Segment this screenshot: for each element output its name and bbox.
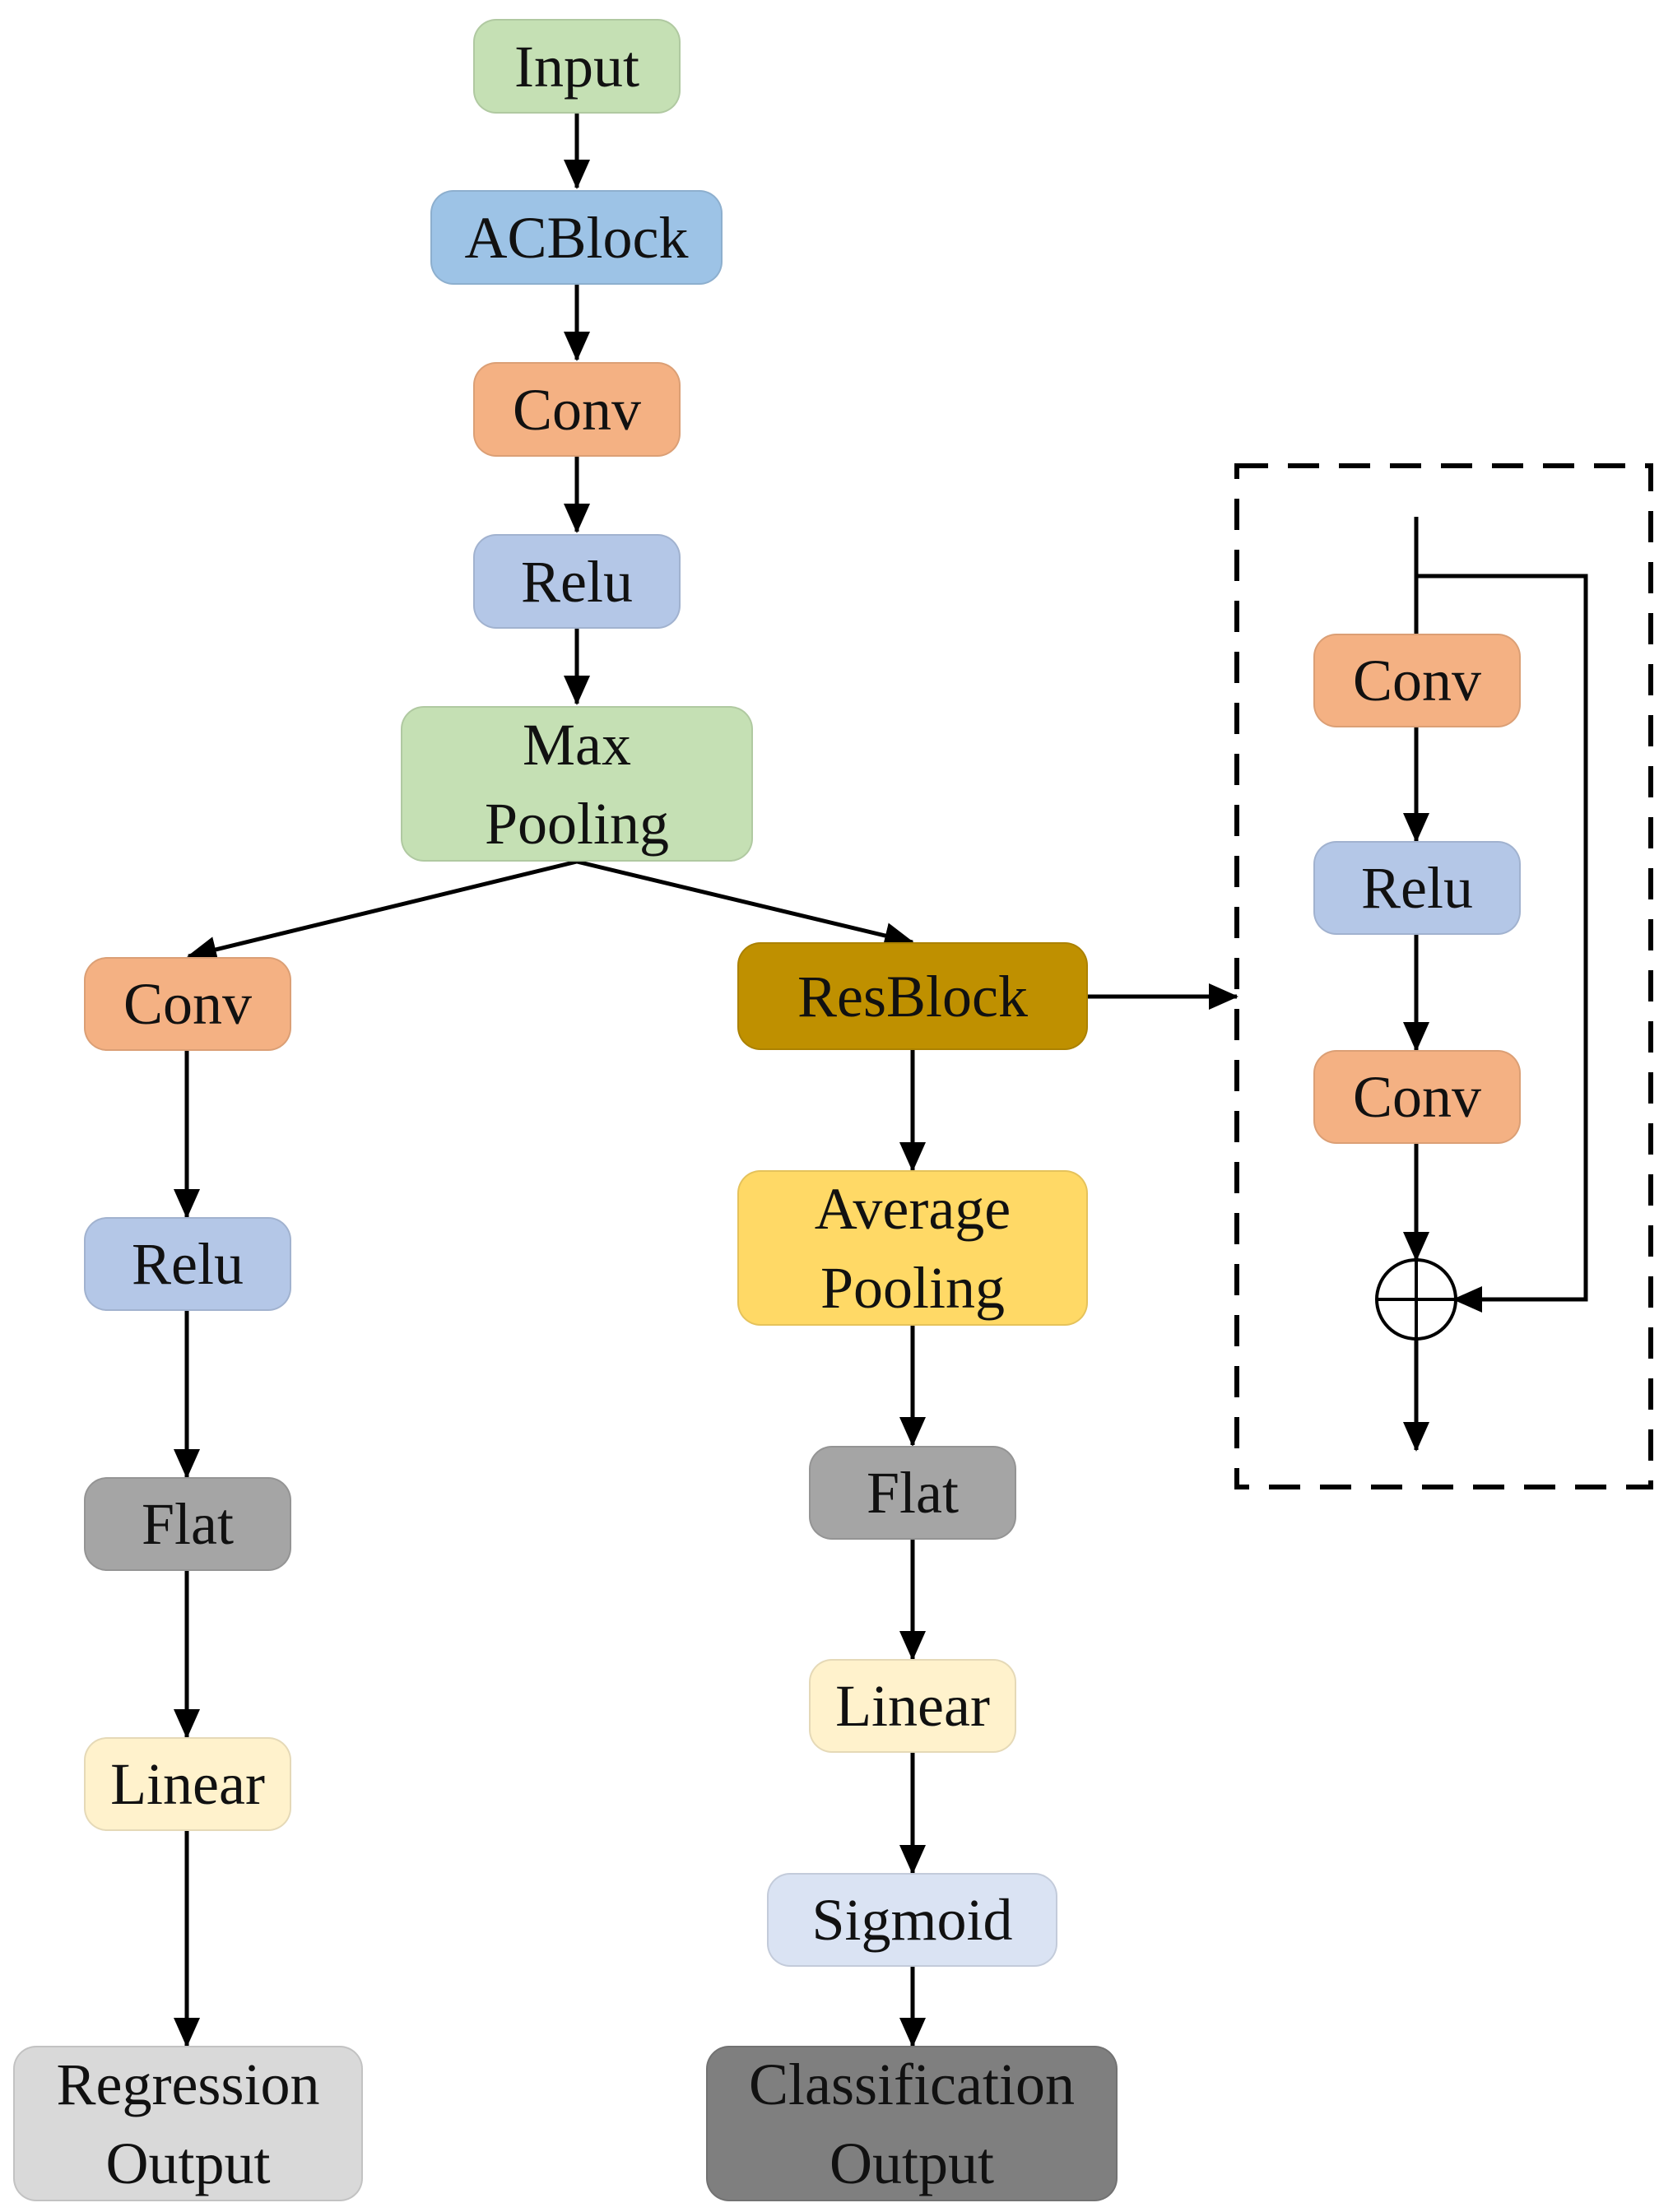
average-pooling-line1: Average [814,1175,1011,1242]
classification-output-node: Classification Output [706,2046,1118,2201]
max-pooling-node: Max Pooling [401,706,753,862]
edge-maxpool-resblock [576,859,914,949]
detail-conv2-node: Conv [1313,1050,1521,1144]
reg-linear-node: Linear [84,1737,291,1831]
detail-skip-connection [1416,574,1588,1313]
cls-flat-node: Flat [809,1446,1016,1540]
reg-flat-node: Flat [84,1477,291,1571]
reg-conv-node: Conv [84,957,291,1051]
cls-linear-node: Linear [809,1659,1016,1753]
average-pooling-line2: Pooling [820,1254,1006,1321]
conv-node: Conv [473,362,681,457]
acblock-node: ACBlock [430,190,723,285]
input-node: Input [473,19,681,114]
relu-node: Relu [473,534,681,629]
max-pooling-line2: Pooling [484,790,670,857]
regression-output-line2: Output [105,2130,271,2196]
max-pooling-line1: Max [523,711,631,778]
resblock-node: ResBlock [737,942,1088,1050]
sigmoid-node: Sigmoid [767,1873,1057,1967]
regression-output-line1: Regression [56,2051,320,2117]
classification-output-line1: Classification [749,2051,1075,2117]
resblock-detail-frame [1234,463,1653,1489]
detail-relu-node: Relu [1313,841,1521,935]
detail-conv1-node: Conv [1313,634,1521,727]
reg-relu-node: Relu [84,1217,291,1311]
average-pooling-node: Average Pooling [737,1170,1088,1326]
classification-output-line2: Output [829,2130,994,2196]
regression-output-node: Regression Output [13,2046,363,2201]
edge-maxpool-conv-left [187,859,578,963]
